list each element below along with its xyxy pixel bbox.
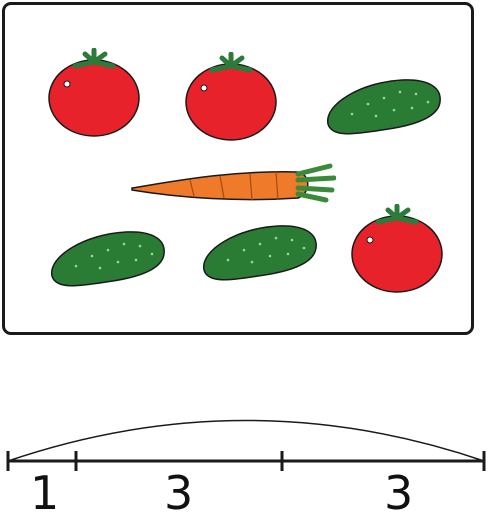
segment-label: 3 xyxy=(164,466,194,520)
cucumber-icon xyxy=(51,231,165,287)
tomato-icon xyxy=(185,52,277,141)
carrot-icon xyxy=(131,163,336,203)
cucumber-icon xyxy=(327,79,441,135)
tomato-icon xyxy=(48,48,140,137)
segment-label: 1 xyxy=(30,466,60,520)
number-line xyxy=(6,419,486,471)
total-arc xyxy=(7,419,485,462)
tomato-icon xyxy=(351,204,443,293)
segment-label: 3 xyxy=(384,466,414,520)
cucumber-icon xyxy=(203,225,317,281)
